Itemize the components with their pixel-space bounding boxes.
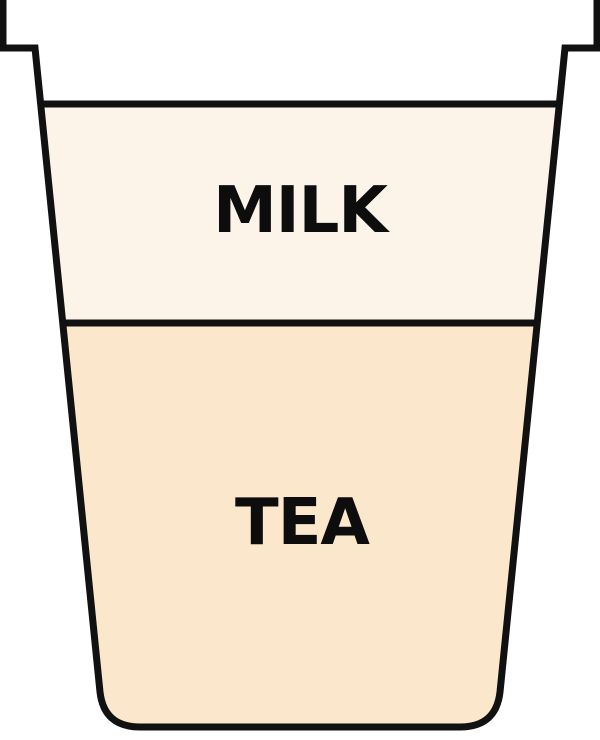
- tea-label: TEA: [235, 486, 370, 560]
- milk-label: MILK: [213, 174, 390, 248]
- tea-layer: [32, 324, 568, 730]
- milk-layer: [32, 104, 568, 324]
